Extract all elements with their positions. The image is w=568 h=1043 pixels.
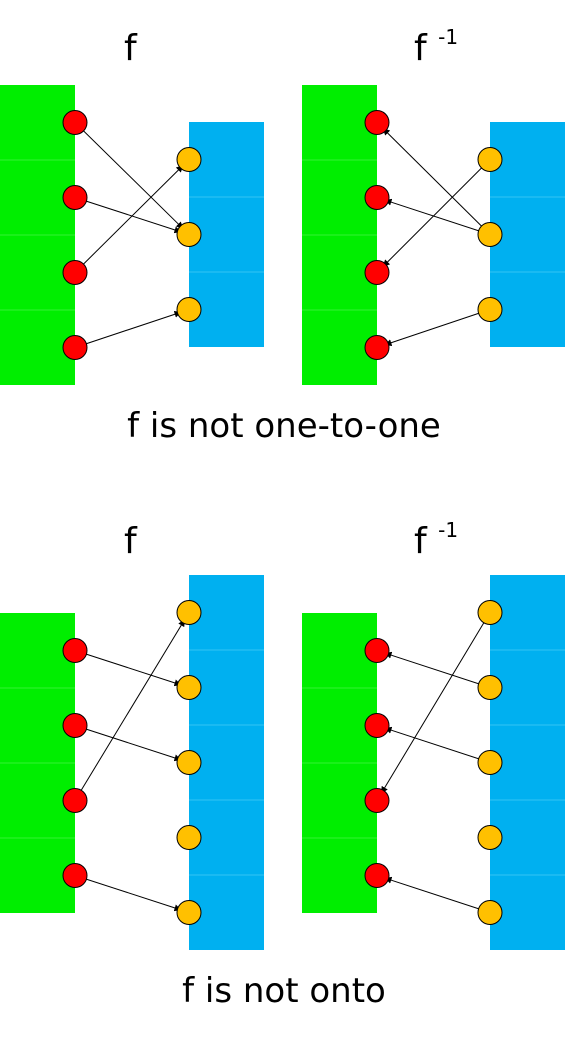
codomain-element-dot <box>477 600 503 625</box>
panel-f-inverse: f -1 <box>302 25 565 385</box>
domain-element-dot <box>364 638 390 663</box>
codomain-element-dot <box>176 222 202 247</box>
codomain-element-dot <box>477 675 503 700</box>
panel-f: f <box>0 521 264 950</box>
panel-title-base: f <box>414 28 428 69</box>
panel-title-f-inverse: f -1 <box>414 25 458 69</box>
domain-element-dot <box>62 335 88 360</box>
mapping-arrow <box>384 876 491 913</box>
panel-title-superscript: -1 <box>438 518 458 542</box>
diagram-not-onto: f f -1 f is not onto <box>0 518 565 1011</box>
panel-title-f: f <box>124 521 138 562</box>
domain-element-dot <box>364 185 390 210</box>
domain-element-dot <box>62 788 88 813</box>
mapping-arrow <box>74 310 182 348</box>
mapping-arrow <box>384 309 491 347</box>
sets <box>0 575 264 950</box>
panel-title-base: f <box>124 521 138 562</box>
caption-not-onto: f is not onto <box>182 971 386 1011</box>
codomain-element-dot <box>477 825 503 850</box>
domain-element-dot <box>62 638 88 663</box>
panel-f-inverse: f -1 <box>302 518 565 950</box>
sets <box>302 85 565 385</box>
mapping-arrow <box>382 159 491 267</box>
codomain-element-dot <box>477 750 503 775</box>
codomain-element-dot <box>477 222 503 247</box>
mapping-arrow <box>74 875 182 912</box>
domain-element-dot <box>364 863 390 888</box>
domain-element-dot <box>62 863 88 888</box>
codomain-element-dot <box>477 900 503 925</box>
arrows <box>74 619 185 912</box>
mapping-arrow <box>74 650 182 687</box>
dots <box>364 600 503 925</box>
domain-element-dot <box>364 260 390 285</box>
panel-title-superscript: -1 <box>438 25 458 49</box>
domain-element-dot <box>62 110 88 135</box>
arrows <box>382 128 491 347</box>
dots <box>62 600 202 925</box>
mapping-arrow <box>74 619 185 801</box>
domain-element-dot <box>364 713 390 738</box>
panel-title-f-inverse: f -1 <box>414 518 458 562</box>
codomain-element-dot <box>176 750 202 775</box>
diagram-not-one-to-one: f f -1 f is not one-to-one <box>0 25 565 446</box>
codomain-element-dot <box>176 900 202 925</box>
mapping-arrow <box>381 612 491 794</box>
domain-element-dot <box>364 110 390 135</box>
codomain-element-dot <box>176 297 202 322</box>
mapping-arrow <box>382 128 491 235</box>
dots <box>62 110 202 360</box>
arrows <box>381 612 491 913</box>
mapping-arrow <box>74 165 184 273</box>
mapping-arrow <box>74 725 182 762</box>
codomain-element-dot <box>176 825 202 850</box>
codomain-element-dot <box>477 147 503 172</box>
codomain-element-dot <box>176 600 202 625</box>
domain-element-dot <box>364 335 390 360</box>
sets <box>0 85 264 385</box>
mapping-arrow <box>384 198 491 235</box>
mapping-arrow <box>384 726 491 763</box>
mapping-arrow <box>384 651 491 688</box>
panel-title-base: f <box>124 28 138 69</box>
domain-element-dot <box>62 260 88 285</box>
mapping-arrow <box>74 122 184 229</box>
caption-not-one-to-one: f is not one-to-one <box>127 406 441 446</box>
codomain-element-dot <box>176 147 202 172</box>
domain-element-dot <box>364 788 390 813</box>
dots <box>364 110 503 360</box>
panel-title-f: f <box>124 28 138 69</box>
domain-element-dot <box>62 185 88 210</box>
panel-f: f <box>0 28 264 385</box>
codomain-element-dot <box>176 675 202 700</box>
domain-element-dot <box>62 713 88 738</box>
arrows <box>74 122 184 348</box>
panel-title-base: f <box>414 521 428 562</box>
codomain-element-dot <box>477 297 503 322</box>
mapping-arrow <box>74 197 182 234</box>
